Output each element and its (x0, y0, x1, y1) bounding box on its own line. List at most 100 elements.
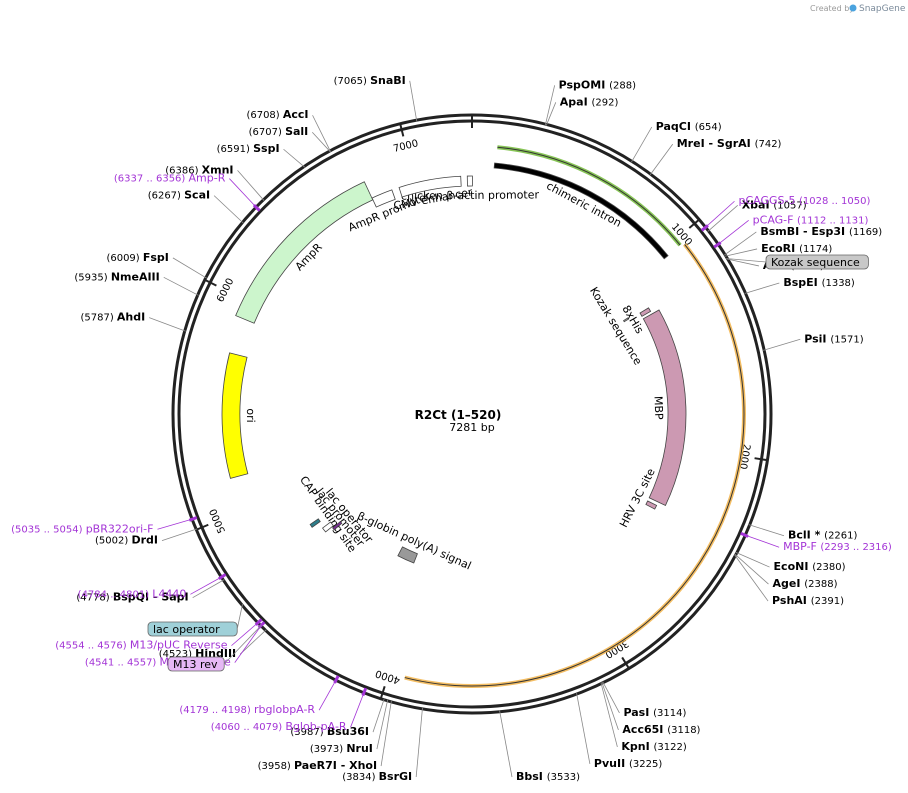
site-name: BclI * (788, 529, 824, 542)
site-xmni[interactable]: (6386) XmnI (165, 163, 233, 176)
primer-position: (4784 .. 4801) (78, 589, 153, 600)
primer-m13-puc-reverse[interactable]: (4554 .. 4576) M13/pUC Reverse (55, 639, 227, 652)
boxed-m13-rev[interactable]: M13 rev (167, 624, 262, 672)
feature-cap-binding-site[interactable] (309, 518, 321, 528)
site-acc65i[interactable]: Acc65I (3118) (622, 723, 700, 736)
primer-position: (5035 .. 5054) (11, 524, 86, 535)
boxed-lac-operator[interactable]: lac operator (147, 604, 243, 637)
feature-chimeric-intron[interactable] (493, 162, 669, 260)
site-ecori[interactable]: EcoRI (1174) (761, 242, 832, 255)
primers: (6337 .. 6356) Amp-R (5035 .. 5054) pBR32… (11, 172, 892, 734)
feature-cmv-enhancer[interactable] (398, 175, 462, 198)
site-bsrgi[interactable]: (3834) BsrGI (342, 770, 412, 783)
site-alt-name: - SapI (153, 591, 189, 604)
primer-rbglobpa-r[interactable]: (4179 .. 4198) rbglobpA-R (179, 703, 315, 716)
site-position: (3973) (310, 744, 346, 755)
primer-leader (234, 624, 262, 663)
site-position: (6591) (217, 144, 253, 155)
site-mrei[interactable]: MreI - SgrAI (742) (677, 137, 782, 150)
site-bcli[interactable]: BclI * (2261) (788, 529, 858, 542)
primer-name: MBP-F (783, 540, 820, 553)
site-leader (723, 231, 757, 256)
site-leader (763, 338, 801, 351)
site-xbai[interactable]: XbaI (1057) (742, 198, 807, 211)
site-position: (1338) (822, 278, 855, 289)
feature-globin-poly-a-signal[interactable] (397, 546, 418, 564)
site-position: (742) (755, 139, 782, 150)
site-position: (3225) (629, 759, 662, 770)
site-econi[interactable]: EcoNI (2380) (774, 560, 846, 573)
site-name: PsiI (804, 332, 830, 345)
site-paqci[interactable]: PaqCI (654) (656, 120, 722, 133)
feature-lac-operator[interactable] (332, 520, 343, 531)
primer-pbr322ori-f[interactable]: (5035 .. 5054) pBR322ori-F (11, 522, 153, 535)
site-leader (213, 195, 244, 224)
snapgene-logo-icon (849, 4, 857, 12)
site-leader (545, 102, 557, 126)
site-pshai[interactable]: PshAI (2391) (772, 594, 844, 607)
feature-lac-promoter[interactable] (322, 521, 334, 533)
site-leader (602, 681, 620, 714)
site-bsmbi[interactable]: BsmBI - Esp3I (1169) (760, 225, 882, 238)
site-sspi[interactable]: (6591) SspI (217, 142, 280, 155)
primer-leader (229, 178, 258, 209)
site-name: MreI (677, 137, 709, 150)
site-name: KpnI (621, 740, 653, 753)
site-drdi[interactable]: (5002) DrdI (95, 534, 158, 547)
primer-mark (254, 618, 263, 626)
site-position: (654) (695, 122, 722, 133)
feature-ampr[interactable] (235, 181, 374, 324)
site-ahdi[interactable]: (5787) AhdI (80, 311, 145, 324)
feature-ampr-promoter[interactable] (371, 189, 396, 208)
site-pasi[interactable]: PasI (3114) (623, 706, 686, 719)
primer-pcaggs-5[interactable]: pCAGGS-5 (1028 .. 1050) (738, 194, 870, 207)
primer-mbp-f[interactable]: MBP-F (2293 .. 2316) (783, 540, 892, 553)
site-psii[interactable]: PsiI (1571) (804, 332, 863, 345)
feature-chicken-actin-promoter[interactable] (466, 175, 473, 187)
site-bbsi[interactable]: BbsI (3533) (516, 770, 580, 783)
feature-mbp[interactable] (642, 309, 687, 506)
primer-leader (318, 679, 337, 711)
primer-name: pCAGGS-5 (738, 194, 799, 207)
tick-label: 7000 (392, 138, 419, 155)
feature-kozak-sequence[interactable] (622, 317, 630, 323)
primer-l4440[interactable]: (4784 .. 4801) L4440 (78, 587, 187, 600)
site-name: SspI (253, 142, 279, 155)
site-acci[interactable]: (6708) AccI (246, 108, 308, 121)
primer-pcag-f[interactable]: pCAG-F (1112 .. 1131) (753, 213, 869, 226)
site-apai[interactable]: ApaI (292) (560, 95, 619, 108)
feature-ori[interactable] (221, 352, 249, 479)
map-length: 7281 bp (449, 421, 494, 434)
site-scai[interactable]: (6267) ScaI (148, 189, 210, 202)
boxed-label-text: M13 rev (173, 658, 218, 671)
site-fspi[interactable]: (6009) FspI (106, 251, 168, 264)
primer-mark (218, 573, 227, 581)
feature-8xhis[interactable] (639, 307, 652, 317)
primer-leader (717, 220, 749, 246)
boxed-kozak-sequence[interactable]: Kozak sequence (726, 254, 869, 270)
site-pspomi[interactable]: PspOMI (288) (559, 78, 637, 91)
site-agei[interactable]: AgeI (2388) (772, 577, 837, 590)
site-leader (726, 258, 760, 267)
site-leader (149, 317, 186, 332)
primer-mark (188, 516, 198, 522)
primer-name: Amp-R (189, 172, 226, 185)
site-bspei[interactable]: BspEI (1338) (783, 276, 855, 289)
site-sali[interactable]: (6707) SalI (249, 125, 309, 138)
site-snabi[interactable]: (7065) SnaBI (334, 74, 406, 87)
map-name: R2Ct (1–520) (415, 408, 502, 422)
primer-bglob-pa-r[interactable]: (4060 .. 4079) Bglob-pA-R (211, 720, 347, 733)
site-leader (734, 554, 769, 602)
site-name: SalI (285, 125, 308, 138)
tick-1000 (688, 219, 700, 229)
site-pvuii[interactable]: PvuII (3225) (594, 757, 662, 770)
site-paer7i[interactable]: (3958) PaeR7I - XhoI (258, 759, 378, 772)
site-nmeaiii[interactable]: (5935) NmeAIII (74, 270, 159, 283)
primer-amp-r[interactable]: (6337 .. 6356) Amp-R (114, 172, 226, 185)
site-bspqi[interactable]: (4778) BspQI - SapI (76, 591, 188, 604)
site-bsu36i[interactable]: (3987) Bsu36I (290, 725, 369, 738)
feature-hrv-3c-site[interactable] (645, 500, 658, 510)
site-kpni[interactable]: KpnI (3122) (621, 740, 687, 753)
tick-4000 (380, 686, 386, 699)
site-nrui[interactable]: (3973) NruI (310, 742, 373, 755)
